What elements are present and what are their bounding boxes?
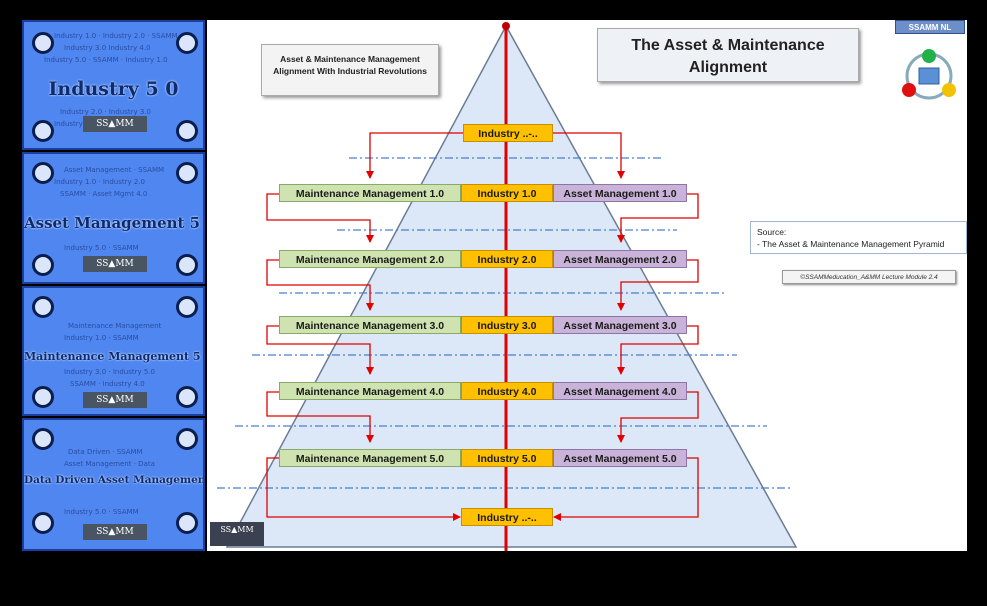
cycle-icon — [902, 49, 956, 100]
pyramid-shape — [225, 24, 798, 548]
logo-icon — [176, 254, 198, 276]
industry-1: Industry 1.0 — [461, 184, 553, 202]
maintenance-management-1: Maintenance Management 1.0 — [279, 184, 461, 202]
industry-3: Industry 3.0 — [461, 316, 553, 334]
industry-5: Industry 5.0 — [461, 449, 553, 467]
pyramid-graphic — [217, 22, 798, 551]
logo-icon — [32, 162, 54, 184]
alignment-note-text: Asset & Maintenance Management Alignment… — [273, 54, 427, 76]
asset-management-1: Asset Management 1.0 — [553, 184, 687, 202]
logo-icon — [32, 428, 54, 450]
panel-asset-management-5: Asset Management · SSAMM Industry 1.0 · … — [22, 152, 205, 284]
industry-2: Industry 2.0 — [461, 250, 553, 268]
footer-ssamm-badge: SS▲MM — [210, 522, 264, 546]
alignment-note: Asset & Maintenance Management Alignment… — [261, 44, 439, 96]
logo-icon — [176, 428, 198, 450]
logo-icon — [32, 386, 54, 408]
source-label: Source: — [757, 227, 787, 237]
logo-icon — [32, 512, 54, 534]
source-text: - The Asset & Maintenance Management Pyr… — [757, 239, 945, 249]
logo-icon — [176, 386, 198, 408]
ssamm-badge: SS▲MM — [83, 392, 147, 408]
maintenance-management-3: Maintenance Management 3.0 — [279, 316, 461, 334]
ssamm-badge: SS▲MM — [83, 116, 147, 132]
panel-data-driven-asset-management: Data Driven · SSAMM Asset Management · D… — [22, 418, 205, 551]
panel-title: Data Driven Asset Management — [24, 474, 205, 486]
logo-icon — [32, 296, 54, 318]
maintenance-management-4: Maintenance Management 4.0 — [279, 382, 461, 400]
asset-management-5: Asset Management 5.0 — [553, 449, 687, 467]
brand-badge: SSAMM NL — [895, 20, 965, 34]
logo-icon — [32, 120, 54, 142]
industry-4: Industry 4.0 — [461, 382, 553, 400]
maintenance-management-2: Maintenance Management 2.0 — [279, 250, 461, 268]
logo-icon — [176, 512, 198, 534]
logo-icon — [176, 296, 198, 318]
panel-title: Asset Management 5 0 — [24, 214, 205, 232]
logo-icon — [32, 32, 54, 54]
logo-icon — [176, 162, 198, 184]
ssamm-badge: SS▲MM — [83, 256, 147, 272]
asset-management-4: Asset Management 4.0 — [553, 382, 687, 400]
panel-industry-5: Industry 1.0 · Industry 2.0 · SSAMM Indu… — [22, 20, 205, 150]
maintenance-management-5: Maintenance Management 5.0 — [279, 449, 461, 467]
panel-title: Maintenance Management 5 0 — [24, 350, 205, 363]
page-title: The Asset & Maintenance Alignment — [597, 28, 859, 82]
panel-maintenance-management-5: Maintenance Management Industry 1.0 · SS… — [22, 286, 205, 416]
logo-icon — [176, 32, 198, 54]
industry-bottom-box: Industry ..-.. — [461, 508, 553, 526]
ssamm-badge: SS▲MM — [83, 524, 147, 540]
apex-dot — [502, 22, 510, 30]
credit-box: ©SSAMMeducation_A&MM Lecture Module 2.4 — [782, 270, 956, 284]
diagram-canvas: Industry ..-.. Industry ..-.. Maintenanc… — [207, 20, 967, 551]
source-box: Source: - The Asset & Maintenance Manage… — [750, 221, 967, 254]
asset-management-2: Asset Management 2.0 — [553, 250, 687, 268]
asset-management-3: Asset Management 3.0 — [553, 316, 687, 334]
logo-icon — [32, 254, 54, 276]
logo-icon — [176, 120, 198, 142]
industry-top-box: Industry ..-.. — [463, 124, 553, 142]
panel-title: Industry 5 0 — [48, 78, 179, 100]
